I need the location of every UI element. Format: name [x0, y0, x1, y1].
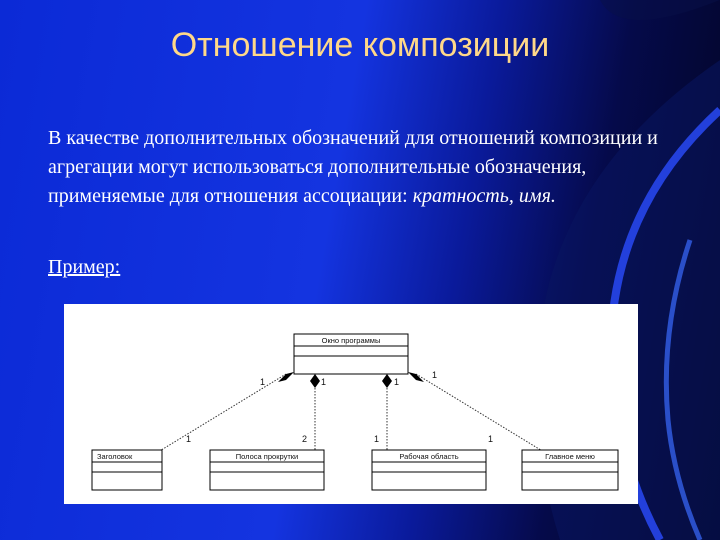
class-menu-name: Главное меню: [545, 452, 595, 461]
body-text: В качестве дополнительных обозначений дл…: [48, 127, 658, 207]
class-window-name: Окно программы: [322, 336, 381, 345]
class-header-name: Заголовок: [97, 452, 133, 461]
composition-diagram: Окно программы 1 1 1 1 1 2 1 1: [64, 304, 638, 504]
composition-line-menu: [415, 373, 545, 453]
diagram-canvas: Окно программы 1 1 1 1 1 2 1 1: [91, 333, 619, 491]
mult-part-1: 1: [186, 434, 191, 444]
composition-diamond-2: [310, 374, 320, 388]
class-workarea: Рабочая область: [371, 449, 487, 491]
class-window: Окно программы: [293, 333, 409, 375]
mult-whole-3: 1: [394, 377, 399, 387]
class-menu: Главное меню: [521, 449, 619, 491]
composition-diamond-1: [278, 372, 294, 382]
class-workarea-name: Рабочая область: [399, 452, 458, 461]
body-paragraph: В качестве дополнительных обозначений дл…: [48, 124, 668, 211]
composition-line-header: [157, 373, 287, 453]
slide-title: Отношение композиции: [170, 26, 550, 64]
body-italic-text: кратность, имя.: [412, 185, 556, 207]
composition-diamond-4: [408, 372, 424, 382]
mult-part-2: 2: [302, 434, 307, 444]
mult-whole-4: 1: [432, 370, 437, 380]
class-scrollbar: Полоса прокрутки: [209, 449, 325, 491]
example-label: Пример:: [48, 256, 121, 278]
composition-diamond-3: [382, 374, 392, 388]
class-header: Заголовок: [91, 449, 163, 491]
mult-whole-2: 1: [321, 377, 326, 387]
mult-part-3: 1: [374, 434, 379, 444]
class-scrollbar-name: Полоса прокрутки: [236, 452, 298, 461]
mult-part-4: 1: [488, 434, 493, 444]
mult-whole-1: 1: [260, 377, 265, 387]
